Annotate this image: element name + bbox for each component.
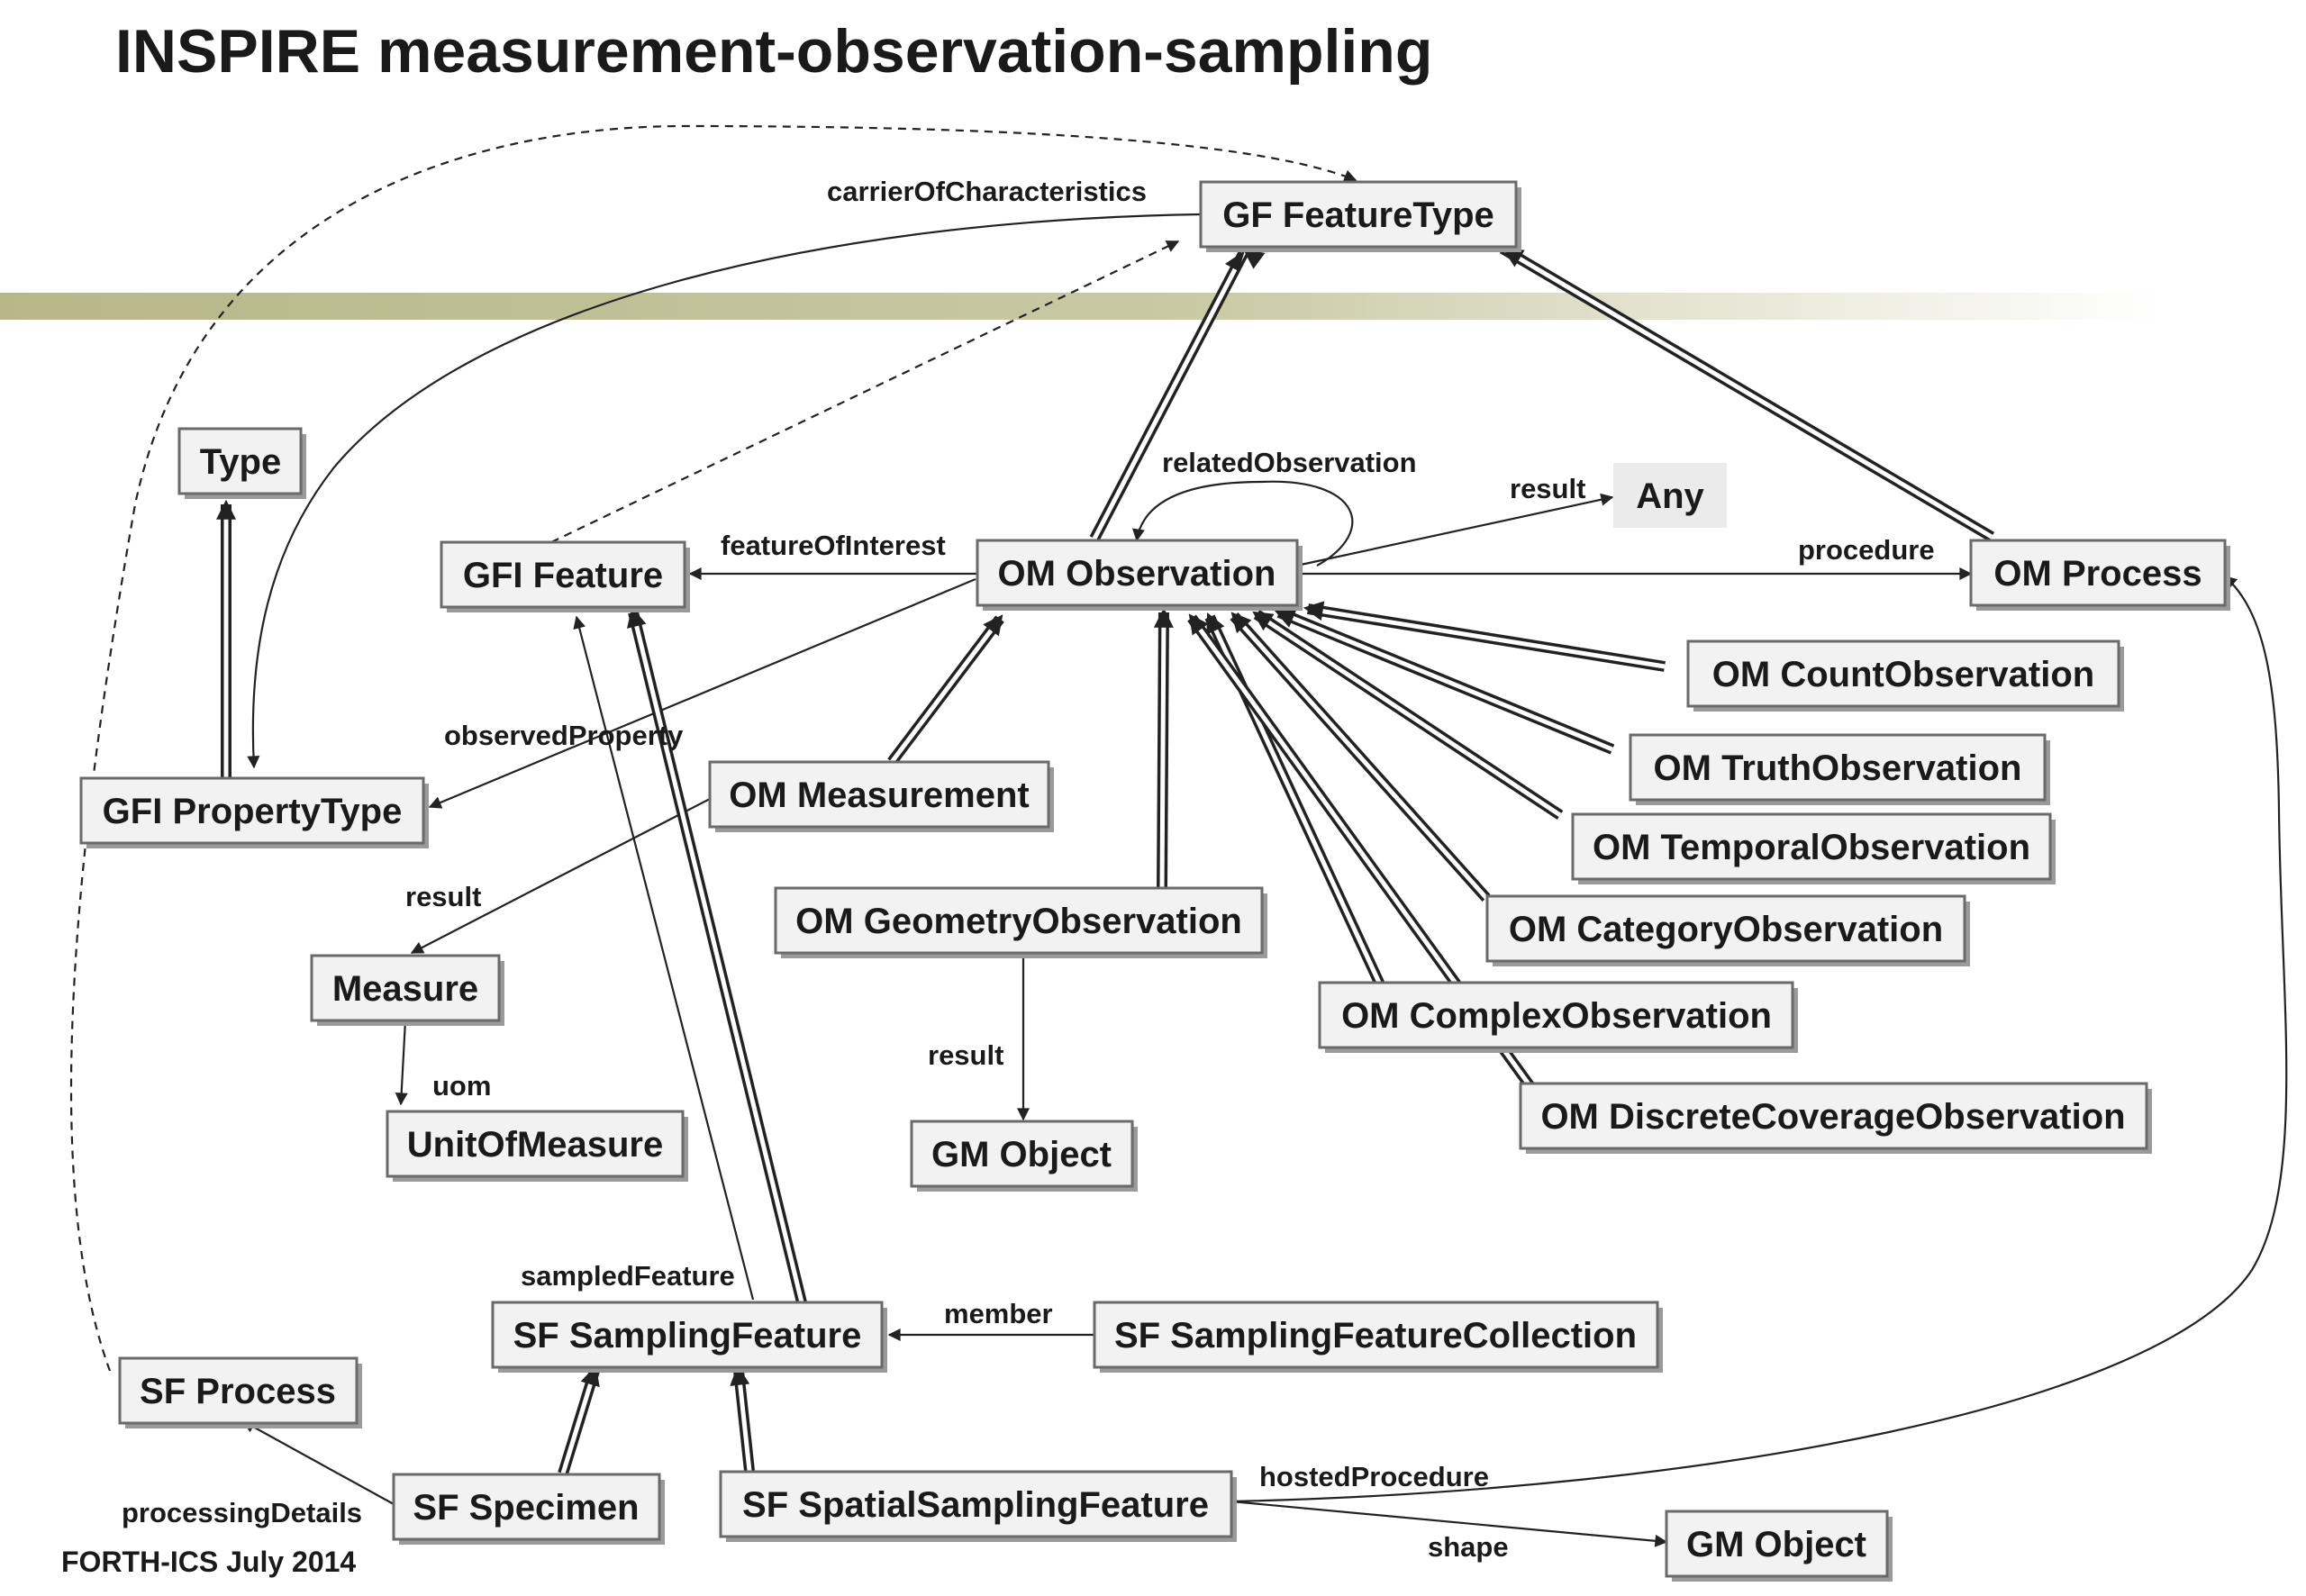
node-om-measurement-label: OM Measurement [729, 775, 1029, 815]
node-any-label: Any [1636, 476, 1704, 516]
node-type[interactable]: Type [177, 427, 306, 499]
edge-sfprocess-to-gffeaturetype-dashed [69, 124, 1357, 1372]
node-om-observation-label: OM Observation [998, 554, 1276, 594]
label-feature-of-interest: featureOfInterest [721, 530, 946, 561]
node-gf-featuretype-label: GF FeatureType [1222, 195, 1494, 235]
label-procedure: procedure [1798, 534, 1935, 566]
label-shape: shape [1428, 1531, 1509, 1563]
node-om-categoryobservation[interactable]: OM CategoryObservation [1485, 894, 1970, 966]
label-result-measure: result [405, 881, 481, 912]
node-om-categoryobservation-label: OM CategoryObservation [1509, 910, 1943, 949]
node-om-discretecoverageobservation-label: OM DiscreteCoverageObservation [1540, 1097, 2125, 1137]
gen-omcountobservation-to-omobservation [1303, 601, 1666, 672]
node-om-observation[interactable]: OM Observation [976, 539, 1303, 611]
node-gm-object-1[interactable]: GM Object [910, 1120, 1138, 1192]
label-carrier-of-characteristics: carrierOfCharacteristics [827, 176, 1147, 207]
node-measure[interactable]: Measure [310, 954, 504, 1026]
edge-processing-details [241, 1420, 395, 1505]
node-gf-featuretype[interactable]: GF FeatureType [1199, 180, 1521, 252]
node-type-label: Type [200, 442, 281, 482]
node-gm-object-2-label: GM Object [1686, 1525, 1866, 1564]
label-result-any: result [1510, 473, 1585, 504]
node-om-geometryobservation[interactable]: OM GeometryObservation [774, 886, 1267, 958]
node-sf-samplingfeature[interactable]: SF SamplingFeature [491, 1301, 887, 1373]
node-gfi-feature-label: GFI Feature [463, 556, 663, 595]
edge-related-observation [1131, 480, 1354, 567]
node-sf-samplingfeaturecollection[interactable]: SF SamplingFeatureCollection [1093, 1301, 1663, 1373]
node-sf-specimen[interactable]: SF Specimen [392, 1473, 665, 1545]
label-result-gm-object: result [928, 1039, 1003, 1071]
node-sf-samplingfeature-label: SF SamplingFeature [513, 1316, 862, 1356]
node-sf-specimen-label: SF Specimen [413, 1488, 639, 1528]
node-om-countobservation-label: OM CountObservation [1712, 655, 2094, 694]
label-observed-property: observedProperty [444, 720, 684, 751]
node-om-truthobservation-label: OM TruthObservation [1654, 748, 2022, 788]
gen-omcategoryobservation-to-omobservation [1230, 612, 1491, 902]
edge-shape [1230, 1500, 1668, 1547]
label-sampled-feature: sampledFeature [521, 1260, 735, 1292]
node-measure-label: Measure [332, 969, 478, 1009]
node-om-temporalobservation-label: OM TemporalObservation [1593, 828, 2030, 867]
gen-ommeasurement-to-omobservation [887, 614, 1004, 766]
node-om-discretecoverageobservation[interactable]: OM DiscreteCoverageObservation [1519, 1082, 2152, 1154]
generalization-edges [216, 243, 1995, 1475]
decorative-band [0, 293, 2162, 320]
nodes: GF FeatureType Type GFI Feature OM Obser… [79, 180, 2230, 1582]
gen-omtemporalobservation-to-omobservation [1252, 609, 1564, 821]
node-gm-object-2[interactable]: GM Object [1665, 1510, 1893, 1582]
gen-omobservation-to-gffeaturetype [1089, 250, 1245, 541]
node-unitofmeasure-label: UnitOfMeasure [407, 1125, 664, 1165]
edge-labels: carrierOfCharacteristics relatedObservat… [122, 176, 1935, 1563]
label-member: member [944, 1298, 1053, 1329]
node-om-geometryobservation-label: OM GeometryObservation [795, 902, 1242, 941]
node-sf-spatialsamplingfeature-label: SF SpatialSamplingFeature [742, 1485, 1209, 1525]
node-om-truthobservation[interactable]: OM TruthObservation [1629, 733, 2050, 805]
edge-sampled-feature [573, 615, 755, 1301]
edge-carrier-of-characteristics [247, 213, 1202, 769]
gen-omtruthobservation-to-omobservation [1274, 607, 1615, 755]
node-om-complexobservation[interactable]: OM ComplexObservation [1318, 981, 1798, 1053]
node-gfi-propertytype[interactable]: GFI PropertyType [79, 776, 429, 848]
edge-hosted-procedure [1230, 576, 2288, 1503]
gen-sfspecimen-to-sfsamplingfeature [558, 1365, 600, 1475]
node-gfi-propertytype-label: GFI PropertyType [103, 792, 403, 831]
node-sf-process-label: SF Process [140, 1372, 336, 1411]
node-om-process-label: OM Process [1993, 554, 2202, 594]
gen-sfspatialsamplingfeature-to-sfsamplingfeature [730, 1365, 755, 1472]
node-om-measurement[interactable]: OM Measurement [708, 760, 1054, 832]
node-any[interactable]: Any [1613, 463, 1727, 528]
edge-gfifeature-to-gffeaturetype-dashed [550, 240, 1180, 543]
edge-uom [395, 1020, 408, 1106]
page-title: INSPIRE measurement-observation-sampling [115, 17, 1433, 86]
footer-credit: FORTH-ICS July 2014 [61, 1546, 357, 1578]
node-gfi-feature[interactable]: GFI Feature [440, 540, 690, 612]
gen-omgeometryobservation-to-omobservation [1153, 607, 1174, 889]
node-gm-object-1-label: GM Object [931, 1135, 1112, 1174]
edge-result-any [1300, 493, 1614, 567]
gen-omprocess-to-gffeaturetype [1499, 243, 1995, 542]
edge-observed-property [428, 577, 976, 809]
node-sf-spatialsamplingfeature[interactable]: SF SpatialSamplingFeature [719, 1470, 1237, 1542]
node-om-temporalobservation[interactable]: OM TemporalObservation [1571, 812, 2056, 884]
node-om-complexobservation-label: OM ComplexObservation [1341, 996, 1772, 1036]
edge-result-measure [410, 798, 711, 954]
node-om-process[interactable]: OM Process [1969, 539, 2230, 611]
label-uom: uom [432, 1070, 491, 1102]
node-sf-process[interactable]: SF Process [118, 1356, 362, 1428]
gen-sfsamplingfeature-to-gfifeature [627, 606, 807, 1304]
label-related-observation: relatedObservation [1162, 447, 1417, 478]
node-om-countobservation[interactable]: OM CountObservation [1686, 639, 2124, 712]
node-sf-samplingfeaturecollection-label: SF SamplingFeatureCollection [1114, 1316, 1637, 1356]
label-processing-details: processingDetails [122, 1497, 362, 1528]
label-hosted-procedure: hostedProcedure [1259, 1461, 1489, 1492]
node-unitofmeasure[interactable]: UnitOfMeasure [386, 1110, 688, 1182]
